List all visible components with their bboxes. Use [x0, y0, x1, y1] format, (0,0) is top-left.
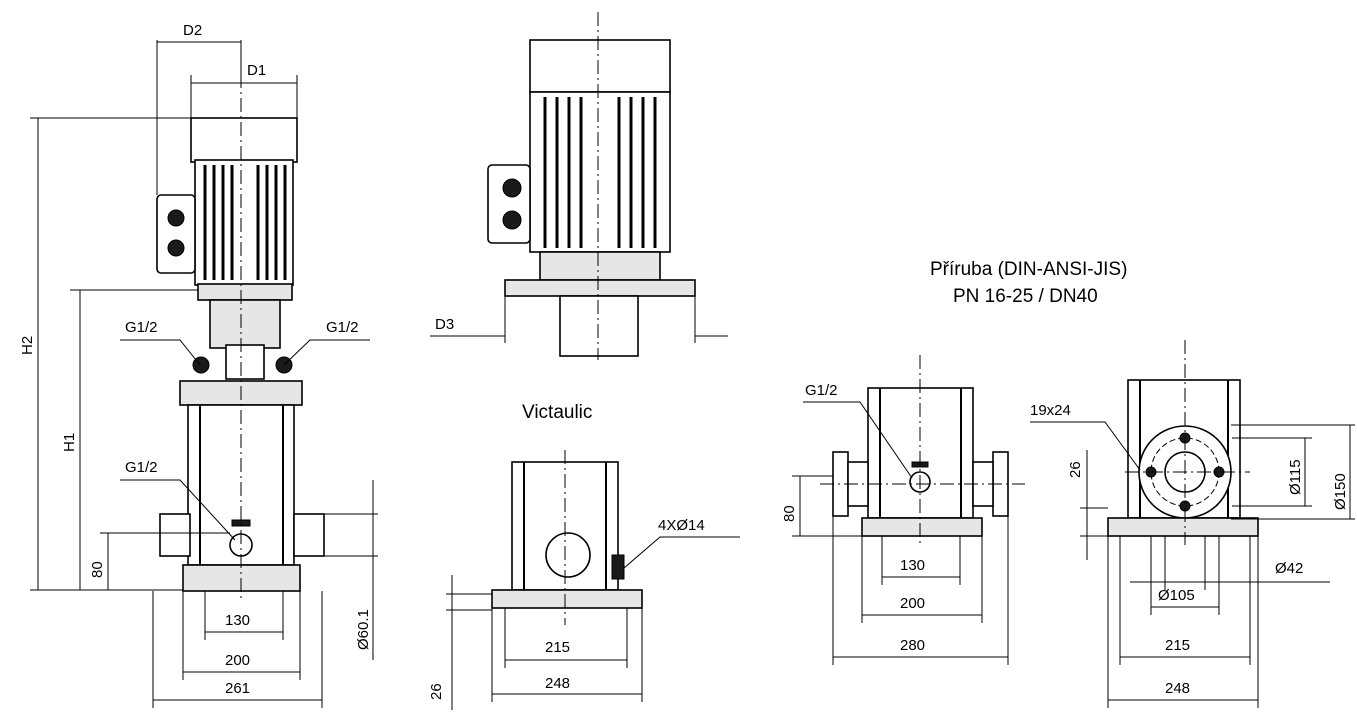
slot-label: 19x24: [1030, 402, 1071, 419]
cable-gland-icon: [167, 239, 185, 257]
vent-plug-icon: [611, 554, 625, 580]
w130-flange-label: 130: [900, 557, 925, 574]
flange-side-view: G1/2 80 130 200 280: [781, 355, 1025, 665]
flange-caption-line2: PN 16-25 / DN40: [953, 286, 1098, 307]
g12-top-right-label: G1/2: [326, 319, 359, 336]
h26-right-label: 26: [1067, 461, 1084, 478]
pump-base: [1107, 517, 1259, 537]
g12-top-left-label: G1/2: [125, 319, 158, 336]
w200-flange-label: 200: [900, 595, 925, 612]
inlet-port: [545, 532, 591, 578]
cable-gland-icon: [502, 178, 522, 198]
d42-label: Ø42: [1275, 560, 1303, 577]
d115-label: Ø115: [1287, 459, 1304, 495]
pump-elevation-view: D2 D1 H2 H1 G1/2 G1/2 G1/2 80 Ø60.1 130 …: [19, 22, 378, 708]
motor-stand: [539, 251, 661, 281]
victaulic-caption: Victaulic: [522, 402, 592, 423]
d1-label: D1: [247, 62, 266, 79]
pump-base: [491, 589, 643, 609]
flange-front-view: 19x24 26 Ø115 Ø150 Ø42 Ø105 215 248: [1030, 340, 1355, 708]
motor-cooling-fins: [543, 97, 657, 248]
w280-label: 280: [900, 637, 925, 654]
w215-right-label: 215: [1165, 637, 1190, 654]
motor-top-cover: [529, 39, 671, 93]
w248-mid-label: 248: [545, 675, 570, 692]
coupling-lantern: [209, 299, 281, 349]
h80-left-label: 80: [89, 561, 106, 578]
cable-gland-icon: [502, 210, 522, 230]
motor-detail-view: D3: [430, 12, 728, 360]
w248-right-label: 248: [1165, 680, 1190, 697]
terminal-box: [487, 164, 531, 244]
d3-label: D3: [435, 316, 454, 333]
h2-label: H2: [19, 336, 36, 355]
terminal-box: [156, 194, 196, 274]
flange-caption-line1: Příruba (DIN-ANSI-JIS): [930, 259, 1127, 280]
w215-mid-label: 215: [545, 639, 570, 656]
d105-label: Ø105: [1158, 587, 1195, 604]
pump-base: [861, 517, 983, 537]
shaft-housing: [559, 295, 639, 357]
motor-body: [529, 91, 671, 253]
coupling: [225, 344, 265, 380]
d150-label: Ø150: [1332, 473, 1349, 510]
w261-label: 261: [225, 680, 250, 697]
motor-top-cover: [190, 117, 298, 163]
motor-cooling-fins: [203, 165, 287, 280]
victaulic-base-view: Victaulic 4XØ14 26 215 248: [428, 402, 740, 710]
h80-flange-label: 80: [781, 505, 798, 522]
w130-left-label: 130: [225, 612, 250, 629]
cable-gland-icon: [167, 209, 185, 227]
g12-flange-label: G1/2: [805, 382, 838, 399]
d2-label: D2: [183, 22, 202, 39]
inlet-port: [159, 513, 191, 557]
h26-mid-label: 26: [428, 683, 445, 700]
motor-flange: [504, 279, 696, 297]
d601-label: Ø60.1: [355, 609, 372, 650]
outlet-port: [293, 513, 325, 557]
motor-flange: [197, 283, 293, 301]
motor-body: [194, 159, 294, 286]
holes-label: 4XØ14: [658, 517, 705, 534]
h1-label: H1: [61, 433, 78, 452]
g12-low-label: G1/2: [125, 459, 158, 476]
w200-left-label: 200: [225, 652, 250, 669]
